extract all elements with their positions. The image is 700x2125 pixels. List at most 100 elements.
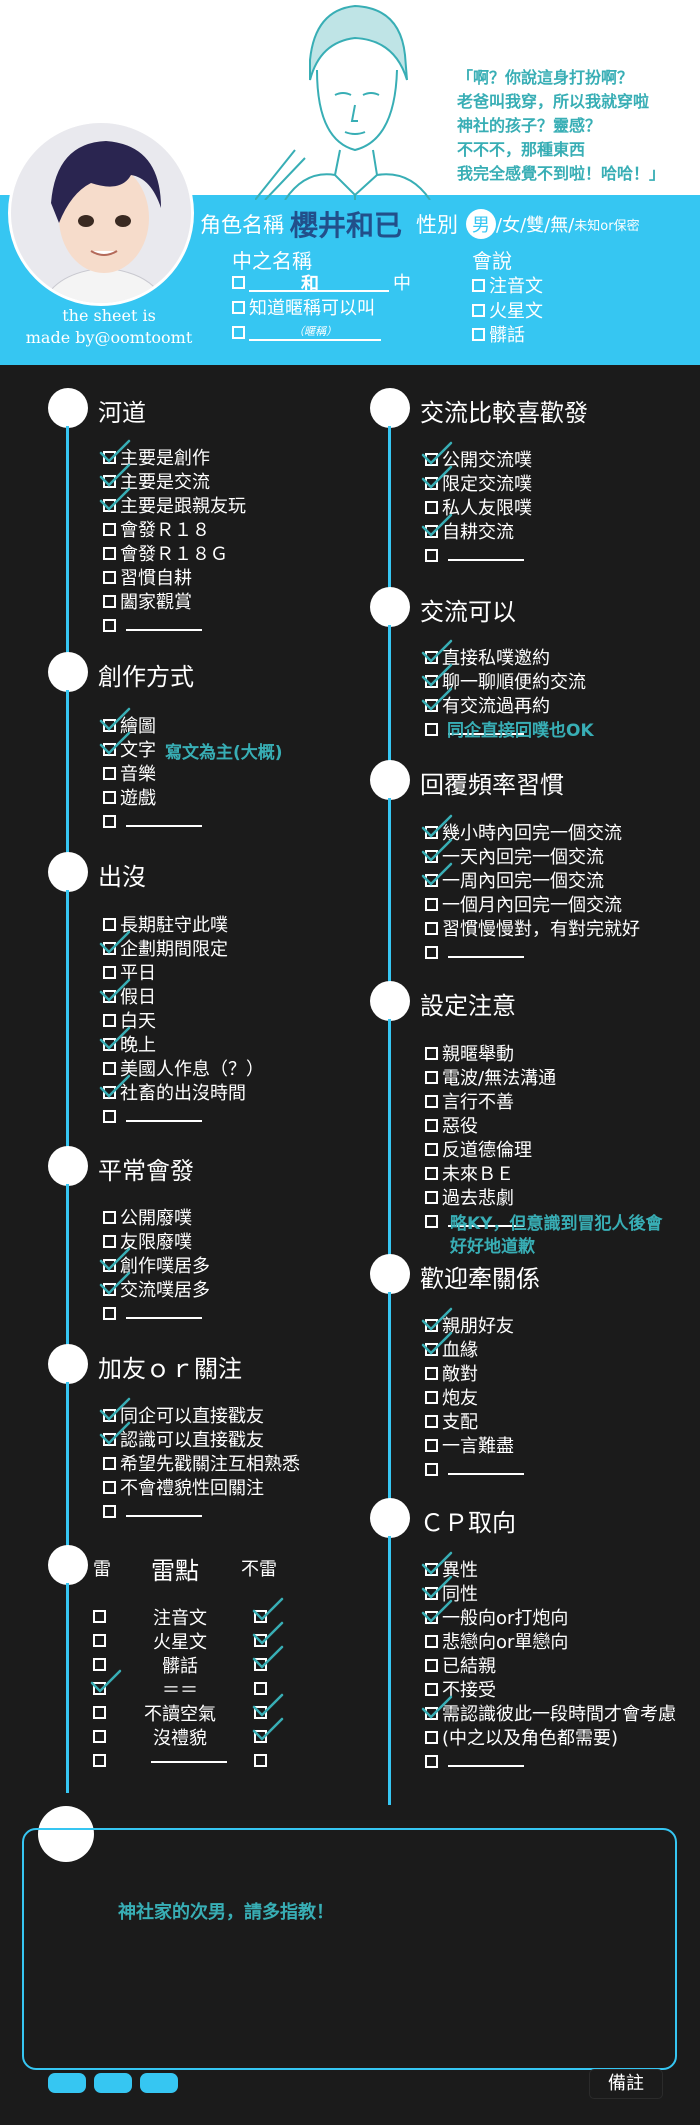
checklist-item-blank[interactable]	[103, 1499, 202, 1523]
checkbox[interactable]	[103, 1013, 116, 1027]
checklist-item-blank[interactable]	[425, 940, 524, 964]
checklist-item-blank[interactable]	[103, 613, 202, 637]
checkbox[interactable]	[425, 1366, 438, 1380]
checkbox[interactable]	[103, 1504, 116, 1518]
checkbox[interactable]	[103, 1234, 116, 1248]
checklist-item[interactable]: 會發Ｒ１８	[103, 517, 210, 541]
checklist-item[interactable]: 同性	[425, 1581, 478, 1605]
checklist-item[interactable]: (中之以及角色都需要)	[425, 1725, 618, 1749]
checkbox[interactable]	[103, 1408, 116, 1422]
checkbox[interactable]	[425, 897, 438, 911]
checklist-item[interactable]: 言行不善	[425, 1089, 514, 1113]
checklist-item[interactable]: 親暱舉動	[425, 1041, 514, 1065]
checkbox[interactable]	[425, 1070, 438, 1084]
checkbox[interactable]	[103, 718, 116, 732]
checkbox[interactable]	[103, 742, 116, 756]
checklist-item-blank[interactable]	[103, 1104, 202, 1128]
checklist-item[interactable]: 習慣慢慢對，有對完就好	[425, 916, 640, 940]
checkbox[interactable]	[103, 1456, 116, 1470]
page-dot[interactable]	[48, 2073, 86, 2093]
checklist-item[interactable]: 電波/無法溝通	[425, 1065, 556, 1089]
checklist-item[interactable]: 未來ＢＥ	[425, 1161, 514, 1185]
checklist-item[interactable]: 音樂	[103, 761, 156, 785]
checklist-item[interactable]: 交流噗居多	[103, 1277, 210, 1301]
checkbox[interactable]	[472, 278, 485, 292]
checkbox[interactable]	[425, 1094, 438, 1108]
checkbox[interactable]	[425, 476, 438, 490]
checkbox[interactable]	[425, 1342, 438, 1356]
checkbox[interactable]	[103, 570, 116, 584]
checkbox[interactable]	[103, 1061, 116, 1075]
checklist-item[interactable]: 友限廢噗	[103, 1229, 192, 1253]
checkbox[interactable]	[425, 1046, 438, 1060]
checkbox[interactable]	[103, 1109, 116, 1123]
thunder-checkbox[interactable]	[93, 1658, 106, 1671]
checklist-item[interactable]: 有交流過再約	[425, 693, 550, 717]
not-thunder-checkbox[interactable]	[254, 1730, 267, 1743]
checkbox[interactable]	[103, 941, 116, 955]
checkbox[interactable]	[425, 1754, 438, 1768]
checklist-item[interactable]: 社畜的出沒時間	[103, 1080, 246, 1104]
checkbox[interactable]	[425, 1390, 438, 1404]
checkbox[interactable]	[425, 650, 438, 664]
checkbox[interactable]	[425, 674, 438, 688]
checkbox[interactable]	[425, 1318, 438, 1332]
thunder-checkbox[interactable]	[93, 1754, 106, 1767]
checkbox[interactable]	[425, 873, 438, 887]
not-thunder-checkbox[interactable]	[254, 1658, 267, 1671]
checklist-item[interactable]: 習慣自耕	[103, 565, 192, 589]
checkbox[interactable]	[103, 965, 116, 979]
checkbox[interactable]	[103, 766, 116, 780]
checklist-item[interactable]: 文字	[103, 737, 156, 761]
checkbox[interactable]	[103, 1480, 116, 1494]
remark-tab[interactable]: 備註	[590, 2070, 662, 2098]
checklist-item[interactable]: 企劃期間限定	[103, 936, 228, 960]
checkbox[interactable]	[425, 945, 438, 959]
chinese-opt-name[interactable]: 和 中	[232, 271, 411, 295]
not-thunder-checkbox[interactable]	[254, 1634, 267, 1647]
checklist-item[interactable]: 希望先戳關注互相熟悉	[103, 1451, 300, 1475]
checklist-item[interactable]: 異性	[425, 1557, 478, 1581]
checklist-item[interactable]: 會發Ｒ１８Ｇ	[103, 541, 228, 565]
checklist-item[interactable]: 不會禮貌性回關注	[103, 1475, 264, 1499]
page-dot[interactable]	[140, 2073, 178, 2093]
checkbox[interactable]	[425, 1658, 438, 1672]
checklist-item-blank[interactable]	[103, 809, 202, 833]
checklist-item[interactable]: 悲戀向or單戀向	[425, 1629, 568, 1653]
checkbox[interactable]	[103, 474, 116, 488]
not-thunder-checkbox[interactable]	[254, 1610, 267, 1623]
checkbox[interactable]	[425, 500, 438, 514]
checkbox[interactable]	[232, 275, 245, 289]
checklist-item[interactable]: 公開交流噗	[425, 447, 532, 471]
checklist-item[interactable]: 敵對	[425, 1361, 478, 1385]
not-thunder-checkbox[interactable]	[254, 1682, 267, 1695]
checklist-item[interactable]: 白天	[103, 1008, 156, 1032]
speak-opt[interactable]: 注音文	[472, 274, 543, 297]
checklist-item-blank[interactable]	[425, 1209, 524, 1233]
checkbox[interactable]	[425, 1634, 438, 1648]
checklist-item[interactable]: 幾小時內回完一個交流	[425, 820, 622, 844]
checklist-item[interactable]: 一般向or打炮向	[425, 1605, 568, 1629]
checkbox[interactable]	[425, 524, 438, 538]
checkbox[interactable]	[425, 1586, 438, 1600]
checkbox[interactable]	[425, 452, 438, 466]
checklist-item[interactable]: 主要是創作	[103, 445, 210, 469]
checkbox[interactable]	[425, 1142, 438, 1156]
not-thunder-checkbox[interactable]	[254, 1706, 267, 1719]
page-dot[interactable]	[94, 2073, 132, 2093]
checklist-item[interactable]: 支配	[425, 1409, 478, 1433]
checklist-item[interactable]: 假日	[103, 984, 156, 1008]
checklist-item[interactable]: 主要是跟親友玩	[103, 493, 246, 517]
checklist-item-blank[interactable]	[425, 543, 524, 567]
checkbox[interactable]	[103, 989, 116, 1003]
checkbox[interactable]	[425, 849, 438, 863]
checkbox[interactable]	[103, 790, 116, 804]
thunder-checkbox[interactable]	[93, 1706, 106, 1719]
checklist-item[interactable]: 主要是交流	[103, 469, 210, 493]
checkbox[interactable]	[425, 722, 438, 736]
checkbox[interactable]	[103, 1210, 116, 1224]
checkbox[interactable]	[103, 450, 116, 464]
checklist-item[interactable]: 自耕交流	[425, 519, 514, 543]
speak-opt[interactable]: 火星文	[472, 299, 543, 322]
checkbox[interactable]	[103, 594, 116, 608]
